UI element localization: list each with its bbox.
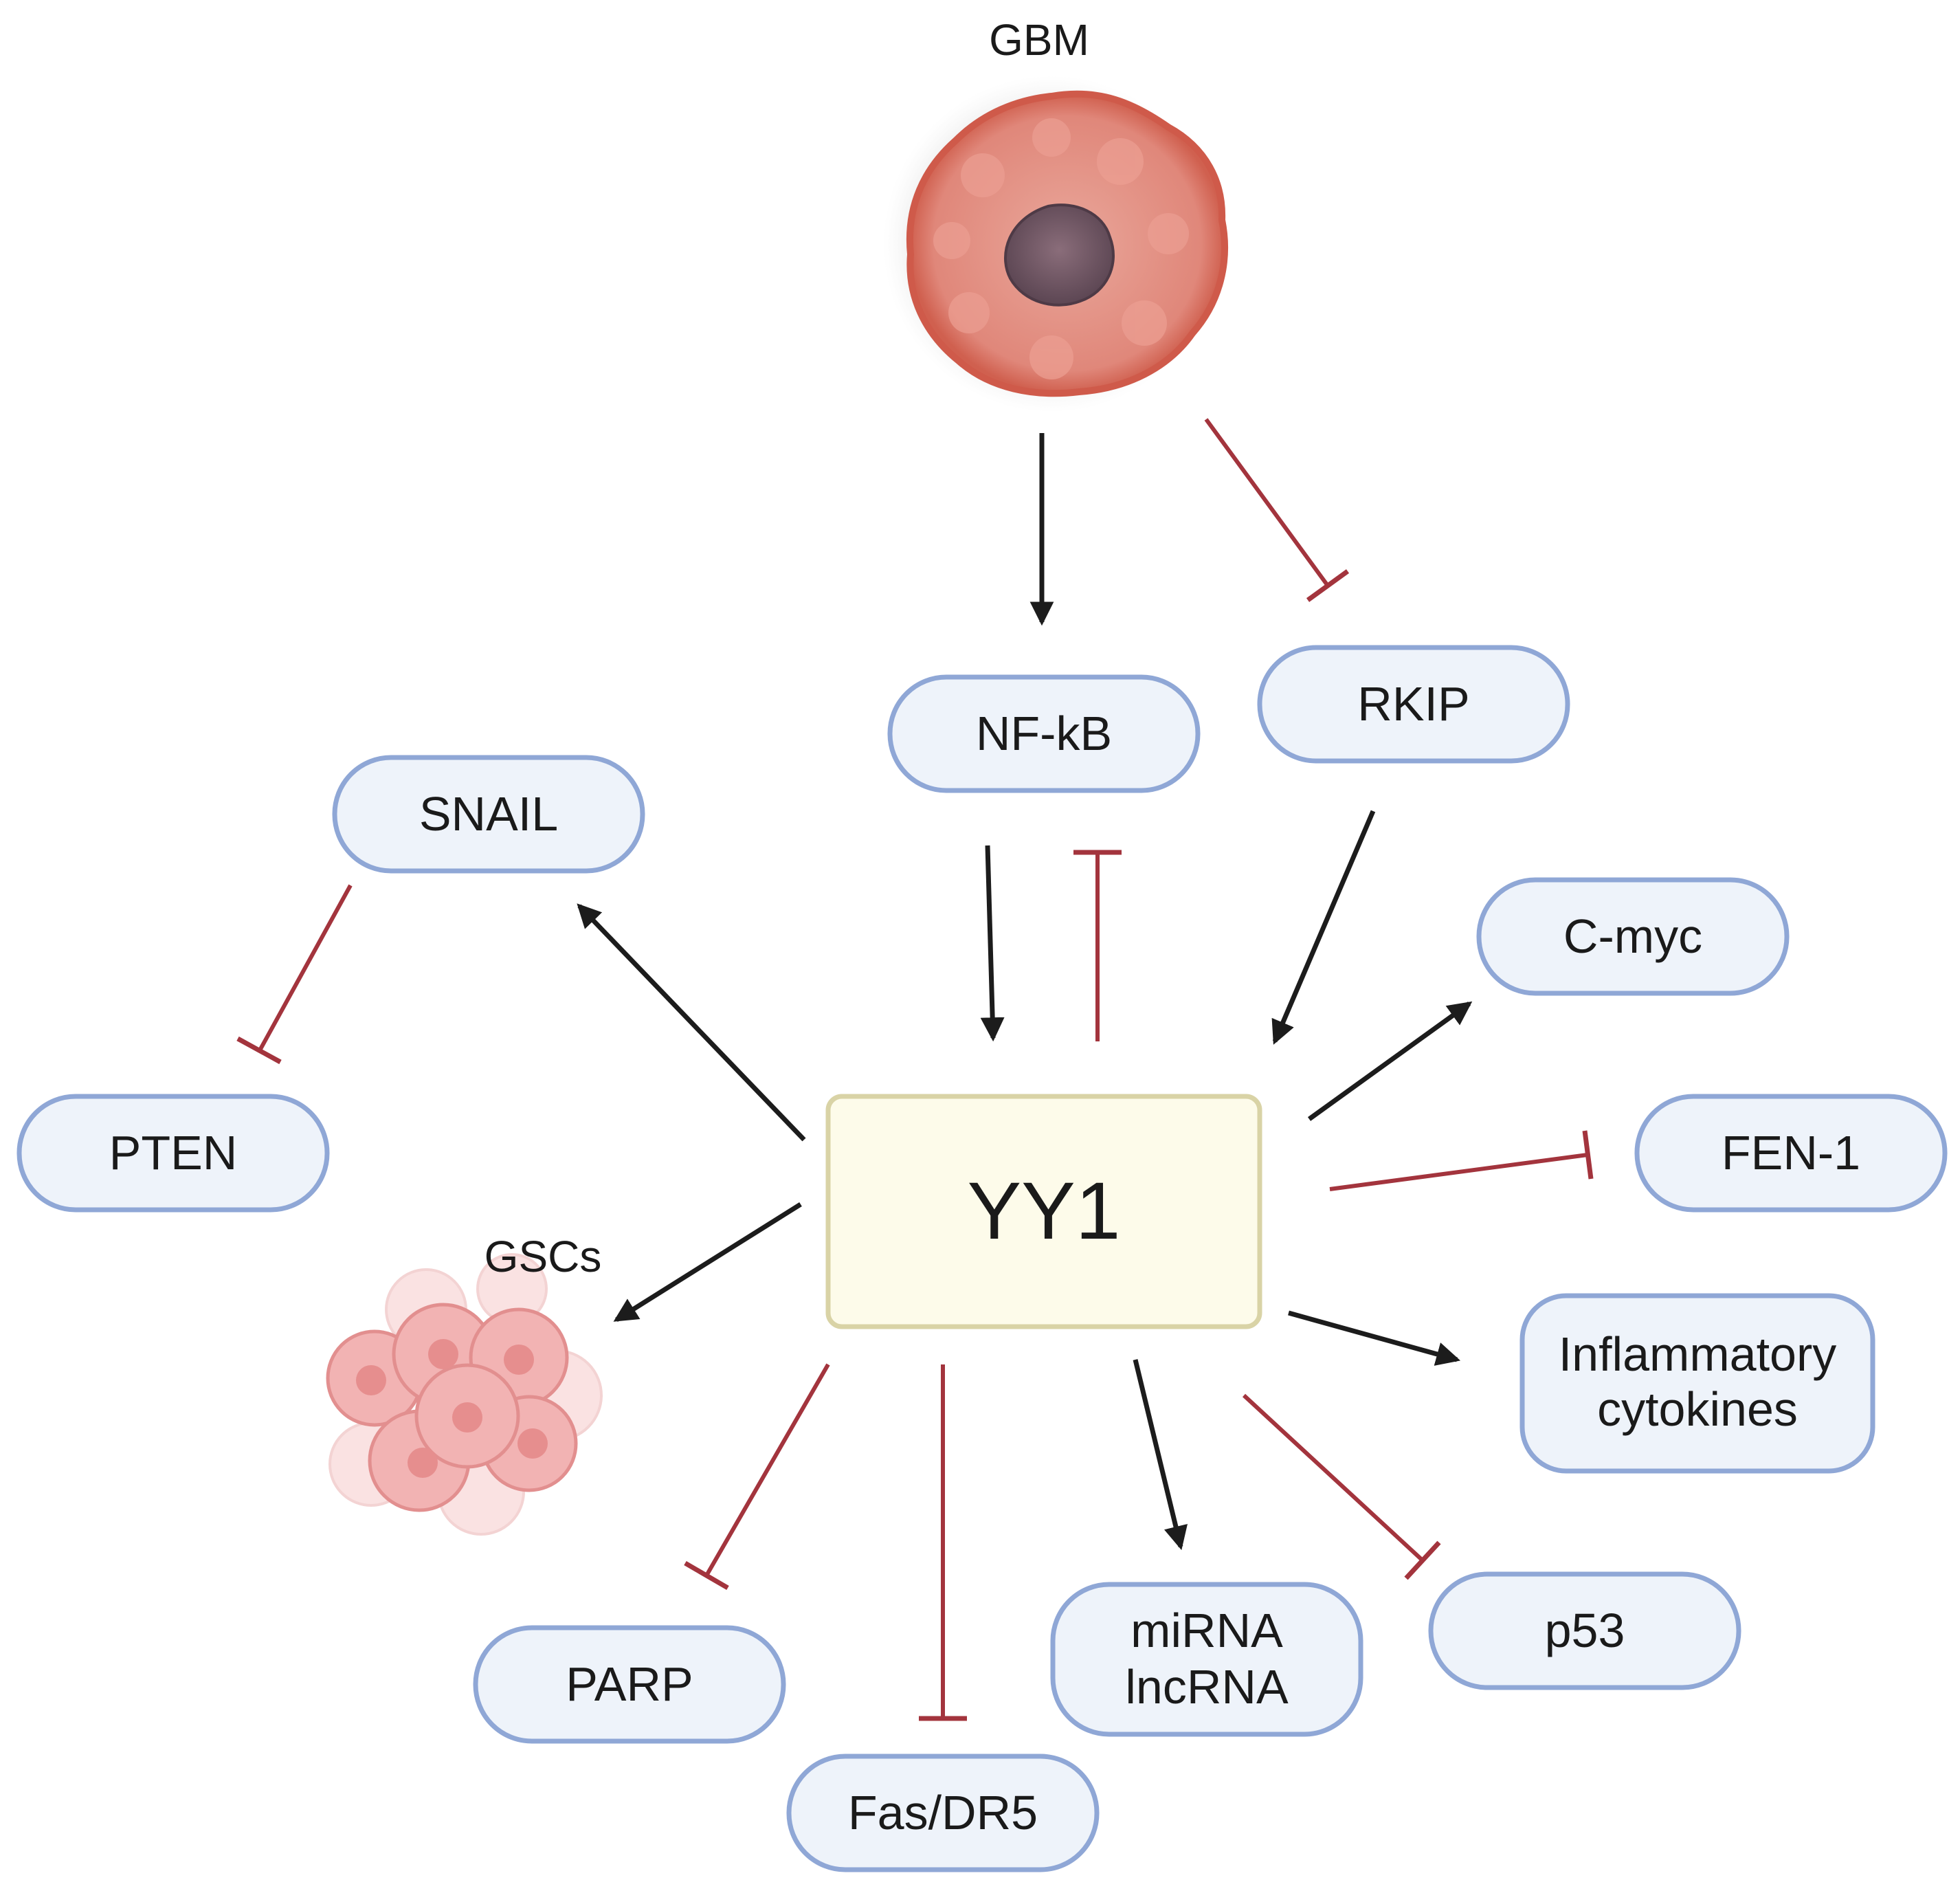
gbm-label: GBM xyxy=(989,15,1089,65)
edges xyxy=(236,418,1594,1721)
node-label-line1: miRNA xyxy=(1131,1604,1283,1657)
node-label: RKIP xyxy=(1357,677,1469,731)
edge-yy1-mirna xyxy=(1133,1359,1188,1551)
edge-yy1-fen1 xyxy=(1329,1130,1594,1191)
node-mirna-lncrna[interactable]: miRNA lncRNA xyxy=(1050,1582,1363,1737)
edge-gbm-rkip xyxy=(1204,418,1350,602)
gbm-tumor-image xyxy=(883,76,1229,412)
edge-yy1-inflammatory xyxy=(1288,1310,1461,1366)
node-label-line1: Inflammatory xyxy=(1559,1327,1837,1381)
node-label: SNAIL xyxy=(419,787,558,841)
node-label: NF-kB xyxy=(976,707,1112,760)
edge-yy1-p53 xyxy=(1242,1393,1441,1580)
center-label: YY1 xyxy=(967,1166,1120,1257)
node-label-line2: lncRNA xyxy=(1125,1660,1289,1714)
node-inflammatory-cytokines[interactable]: Inflammatory cytokines xyxy=(1519,1293,1875,1474)
edge-yy1-fas xyxy=(919,1364,967,1721)
node-parp[interactable]: PARP xyxy=(473,1625,786,1744)
gscs-label: GSCs xyxy=(485,1232,602,1281)
edge-yy1-snail xyxy=(577,903,806,1142)
node-label: p53 xyxy=(1545,1604,1625,1657)
edge-snail-pten xyxy=(236,884,353,1065)
edge-rkip-yy1 xyxy=(1271,810,1376,1045)
node-label: PARP xyxy=(566,1657,693,1711)
edge-yy1-nfkb xyxy=(1073,850,1122,1041)
node-label: Fas/DR5 xyxy=(848,1786,1038,1839)
node-pten[interactable]: PTEN xyxy=(16,1094,330,1213)
node-p53[interactable]: p53 xyxy=(1428,1571,1741,1690)
edge-yy1-gscs xyxy=(613,1202,802,1322)
node-label: C-myc xyxy=(1563,909,1702,963)
node-cmyc[interactable]: C-myc xyxy=(1476,877,1790,996)
edge-yy1-parp xyxy=(684,1363,830,1591)
node-label: FEN-1 xyxy=(1722,1126,1860,1180)
node-label: PTEN xyxy=(109,1126,238,1180)
node-fas-dr5[interactable]: Fas/DR5 xyxy=(786,1754,1100,1872)
node-label-line2: cytokines xyxy=(1597,1382,1798,1436)
node-fen1[interactable]: FEN-1 xyxy=(1634,1094,1948,1213)
edge-nfkb-yy1 xyxy=(980,845,1005,1042)
node-nfkb[interactable]: NF-kB xyxy=(887,674,1201,793)
node-snail[interactable]: SNAIL xyxy=(332,755,645,874)
edge-yy1-cmyc xyxy=(1307,1001,1473,1121)
gsc-cell-cluster-image xyxy=(326,1253,603,1536)
center-node-yy1[interactable]: YY1 xyxy=(825,1094,1262,1329)
node-rkip[interactable]: RKIP xyxy=(1257,645,1570,764)
